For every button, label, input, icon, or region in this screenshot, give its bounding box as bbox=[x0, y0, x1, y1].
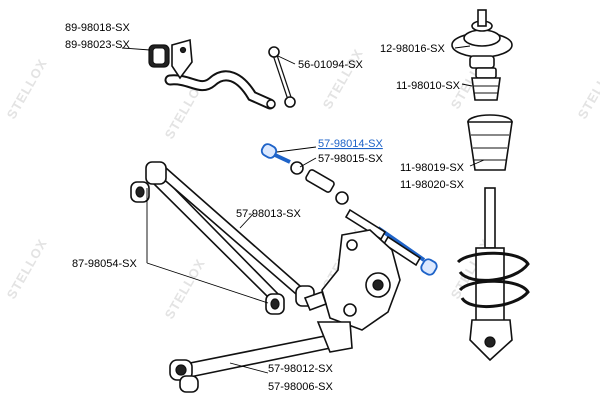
stabilizer-link bbox=[268, 46, 296, 108]
part-label-11-98020: 11-98020-SX bbox=[400, 179, 465, 191]
watermark-2: STELLOX bbox=[4, 236, 50, 301]
watermark-4: STELLOX bbox=[162, 256, 208, 321]
knuckle-hub bbox=[303, 229, 401, 331]
arm-bushings bbox=[130, 181, 285, 315]
dust-boot bbox=[467, 114, 513, 171]
part-label-57-98006: 57-98006-SX bbox=[268, 381, 333, 393]
part-label-57-98015: 57-98015-SX bbox=[318, 153, 383, 165]
lower-control-arm bbox=[169, 321, 353, 393]
part-label-57-98014[interactable]: 57-98014-SX bbox=[318, 138, 383, 150]
watermarks: STELLOX STELLOX STELLOX STELLOX STELLOX … bbox=[4, 46, 600, 321]
watermark-1: STELLOX bbox=[4, 56, 50, 121]
stabilizer-bar bbox=[164, 70, 276, 110]
watermark-5: STELLOX bbox=[320, 46, 366, 111]
part-label-89-98018: 89-98018-SX bbox=[65, 22, 130, 34]
part-label-56-01094: 56-01094-SX bbox=[298, 59, 363, 71]
bump-stop bbox=[471, 67, 501, 101]
part-label-57-98012: 57-98012-SX bbox=[268, 363, 333, 375]
part-label-12-98016: 12-98016-SX bbox=[380, 43, 445, 55]
part-label-11-98019: 11-98019-SX bbox=[400, 162, 465, 174]
part-label-87-98054: 87-98054-SX bbox=[72, 258, 137, 270]
upper-control-arm bbox=[145, 161, 315, 307]
stabilizer-bushing bbox=[148, 38, 193, 80]
leader-lines bbox=[121, 45, 485, 374]
part-labels: 89-98018-SX 89-98023-SX 56-01094-SX 12-9… bbox=[65, 22, 465, 393]
shock-strut bbox=[456, 187, 530, 362]
watermark-9: STELLOX bbox=[575, 56, 600, 121]
part-label-11-98010: 11-98010-SX bbox=[396, 80, 461, 92]
lateral-rod-highlighted bbox=[260, 143, 438, 276]
top-mount bbox=[451, 9, 513, 69]
part-label-57-98013: 57-98013-SX bbox=[236, 208, 301, 220]
part-label-89-98023: 89-98023-SX bbox=[65, 39, 130, 51]
